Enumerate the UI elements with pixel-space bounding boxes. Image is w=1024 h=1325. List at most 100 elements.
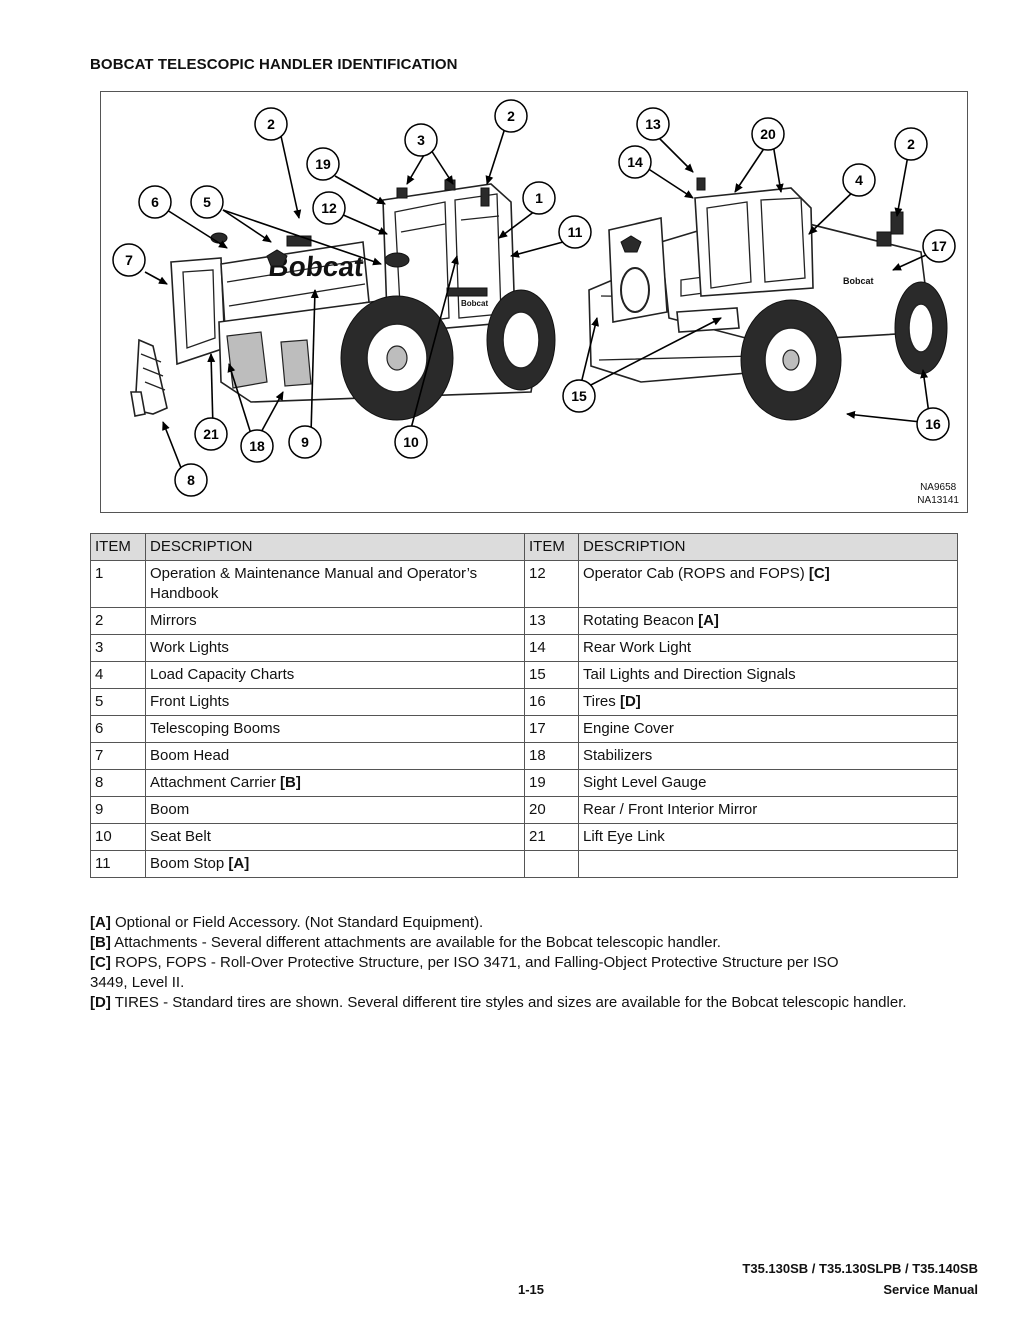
callout-11: 11 xyxy=(558,215,592,249)
item-description: Boom xyxy=(145,796,525,824)
svg-text:10: 10 xyxy=(403,434,419,450)
item-description-text: Boom xyxy=(150,801,190,818)
note-text: ROPS, FOPS - Roll-Over Protective Struct… xyxy=(90,954,839,991)
item-description-text: Boom Head xyxy=(150,747,230,764)
item-number: 5 xyxy=(90,688,146,716)
callout-20: 20 xyxy=(751,117,785,151)
cab-brand-text: Bobcat xyxy=(461,299,488,308)
item-number: 15 xyxy=(524,661,579,689)
item-description-text: Work Lights xyxy=(150,639,229,656)
rear-bobcat-logo-icon xyxy=(620,235,642,253)
item-description-text: Rear / Front Interior Mirror xyxy=(583,801,758,818)
callout-13: 13 xyxy=(636,107,670,141)
figure-id-1: NA9658 xyxy=(920,482,957,493)
svg-text:13: 13 xyxy=(645,116,661,132)
footer-models: T35.130SB / T35.130SLPB / T35.140SB xyxy=(742,1261,978,1276)
item-description: Front Lights xyxy=(145,688,525,716)
svg-text:17: 17 xyxy=(931,238,947,254)
callout-5: 5 xyxy=(190,185,224,219)
svg-text:12: 12 xyxy=(321,200,337,216)
item-description-text: Operator Cab (ROPS and FOPS) xyxy=(583,565,805,582)
item-number: 18 xyxy=(524,742,579,770)
front-view-machine: Bobcat xyxy=(130,179,556,421)
note-c: [C] ROPS, FOPS - Roll-Over Protective St… xyxy=(90,953,880,993)
item-number-text: 9 xyxy=(95,801,104,818)
item-number: 13 xyxy=(524,607,579,635)
note-reference: [C] xyxy=(808,565,830,582)
callout-12: 12 xyxy=(312,191,346,225)
note-a: [A] Optional or Field Accessory. (Not St… xyxy=(90,913,978,933)
item-number: 20 xyxy=(524,796,579,824)
machine-illustration: Bobcat xyxy=(100,91,968,513)
callout-3: 3 xyxy=(404,123,438,157)
svg-text:15: 15 xyxy=(571,388,587,404)
header-description-1: DESCRIPTION xyxy=(145,533,525,561)
item-number-text: 11 xyxy=(95,855,111,872)
note-reference: [B] xyxy=(280,774,301,791)
item-number-text: 8 xyxy=(95,774,104,791)
telescopic-handler-diagram: Bobcat xyxy=(112,99,956,497)
header-description-2: DESCRIPTION xyxy=(578,533,958,561)
svg-text:11: 11 xyxy=(568,224,583,240)
item-number: 16 xyxy=(524,688,579,716)
item-number-text: 3 xyxy=(95,639,104,656)
item-description: Attachment Carrier [B] xyxy=(145,769,525,797)
item-number xyxy=(524,850,579,878)
svg-text:16: 16 xyxy=(925,416,941,432)
item-description: Mirrors xyxy=(145,607,525,635)
callout-1: 1 xyxy=(522,181,556,215)
item-number-text: 15 xyxy=(529,666,546,683)
item-description-text: Tires xyxy=(583,693,616,710)
item-number-text: 4 xyxy=(95,666,104,683)
item-description: Telescoping Booms xyxy=(145,715,525,743)
note-reference: [A] xyxy=(228,855,250,872)
note-tag: [B] xyxy=(90,934,111,951)
item-number-text: 13 xyxy=(529,612,546,629)
svg-text:8: 8 xyxy=(187,472,195,488)
item-number-text: 10 xyxy=(95,828,112,845)
svg-text:3: 3 xyxy=(417,132,425,148)
note-reference: [A] xyxy=(698,612,719,629)
item-description: Rear Work Light xyxy=(578,634,958,662)
item-number-text: 5 xyxy=(95,693,104,710)
item-number: 7 xyxy=(90,742,146,770)
item-number-text: 20 xyxy=(529,801,546,818)
callout-19: 19 xyxy=(306,147,340,181)
note-b: [B] Attachments - Several different atta… xyxy=(90,933,978,953)
item-number: 14 xyxy=(524,634,579,662)
item-number: 10 xyxy=(90,823,146,851)
item-description: Operator Cab (ROPS and FOPS) [C] xyxy=(578,560,958,608)
item-number-text: 14 xyxy=(529,639,546,656)
item-description-text: Load Capacity Charts xyxy=(150,666,295,683)
callout-4: 4 xyxy=(842,163,876,197)
header-item-2: ITEM xyxy=(524,533,579,561)
item-description-text: Engine Cover xyxy=(583,720,674,737)
callout-10: 10 xyxy=(394,425,428,459)
rear-view-machine: Bobcat xyxy=(588,177,948,421)
item-description-text: Rotating Beacon xyxy=(583,612,694,629)
note-tag: [D] xyxy=(90,994,111,1011)
item-number: 4 xyxy=(90,661,146,689)
item-number: 17 xyxy=(524,715,579,743)
note-text: Attachments - Several different attachme… xyxy=(114,934,721,951)
item-description: Sight Level Gauge xyxy=(578,769,958,797)
item-number: 8 xyxy=(90,769,146,797)
svg-text:2: 2 xyxy=(907,136,915,152)
callout-9: 9 xyxy=(288,425,322,459)
svg-text:9: 9 xyxy=(301,434,309,450)
item-description: Load Capacity Charts xyxy=(145,661,525,689)
item-description-text: Telescoping Booms xyxy=(150,720,281,737)
item-description: Work Lights xyxy=(145,634,525,662)
item-number-text: 1 xyxy=(95,565,104,582)
callout-8: 8 xyxy=(174,463,208,497)
item-description xyxy=(578,850,958,878)
note-tag: [A] xyxy=(90,914,111,931)
svg-text:1: 1 xyxy=(535,190,543,206)
item-number-text: 21 xyxy=(529,828,546,845)
callout-14: 14 xyxy=(618,145,652,179)
item-description: Operation & Maintenance Manual and Opera… xyxy=(145,560,525,608)
